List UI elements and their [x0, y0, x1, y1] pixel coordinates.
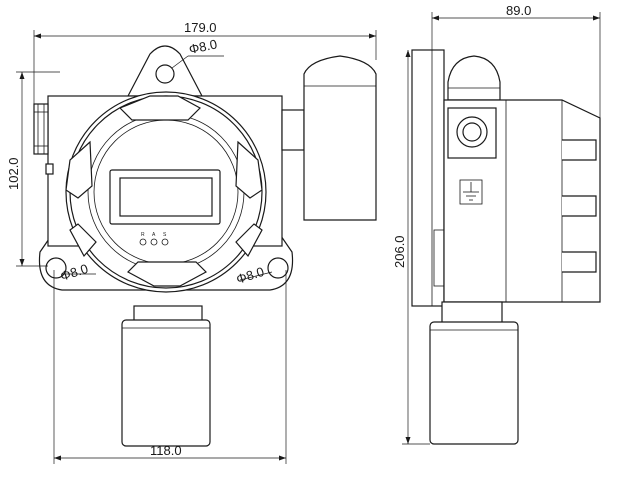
dim-bottom-width: 118.0 — [150, 443, 182, 458]
cover-lug-br — [235, 223, 263, 258]
cover-lug-left — [65, 140, 93, 199]
side-probe-collar — [441, 301, 503, 325]
side-sensor-housing — [303, 55, 377, 221]
gland-nut — [456, 116, 488, 148]
dim-front-height: 102.0 — [6, 157, 21, 190]
side-view — [411, 49, 601, 445]
wall-plate — [411, 49, 445, 307]
indicator-label-2: A — [152, 232, 156, 238]
dim-hole-top: Φ8.0 — [188, 36, 219, 57]
right-mounting-hole — [267, 257, 289, 279]
top-mounting-hole — [155, 64, 175, 84]
lcd-display — [119, 177, 213, 217]
display-frame — [109, 169, 221, 225]
indicator-leds: R A S — [139, 232, 169, 246]
dim-side-height: 206.0 — [392, 235, 407, 268]
gland-bore — [462, 122, 482, 142]
cover-lug-right — [235, 140, 263, 199]
side-fin-1 — [562, 139, 597, 161]
indicator-led-1 — [139, 238, 147, 246]
left-mounting-hole — [45, 257, 67, 279]
side-dimensions: 89.0 206.0 — [392, 3, 601, 445]
side-fin-2 — [562, 195, 597, 217]
cover-lug-bottom — [127, 261, 207, 287]
indicator-led-2 — [150, 238, 158, 246]
ground-tab — [45, 163, 54, 175]
top-mounting-ear — [127, 45, 203, 97]
front-view: R A S — [33, 45, 377, 447]
dim-front-width: 179.0 — [184, 20, 217, 35]
left-cable-gland — [33, 103, 49, 155]
indicator-label-1: R — [141, 232, 145, 238]
side-bottom-probe — [429, 321, 519, 445]
indicator-led-3 — [161, 238, 169, 246]
cover-lug-bl — [69, 223, 97, 258]
side-top-sensor — [447, 55, 501, 101]
indicator-label-3: S — [163, 232, 167, 238]
cover-lug-top — [118, 95, 201, 121]
side-fin-3 — [562, 251, 597, 273]
bottom-sensor-probe — [121, 319, 211, 447]
sensor-arm — [281, 109, 305, 151]
dim-side-width: 89.0 — [506, 3, 531, 18]
side-cable-gland — [447, 107, 497, 159]
